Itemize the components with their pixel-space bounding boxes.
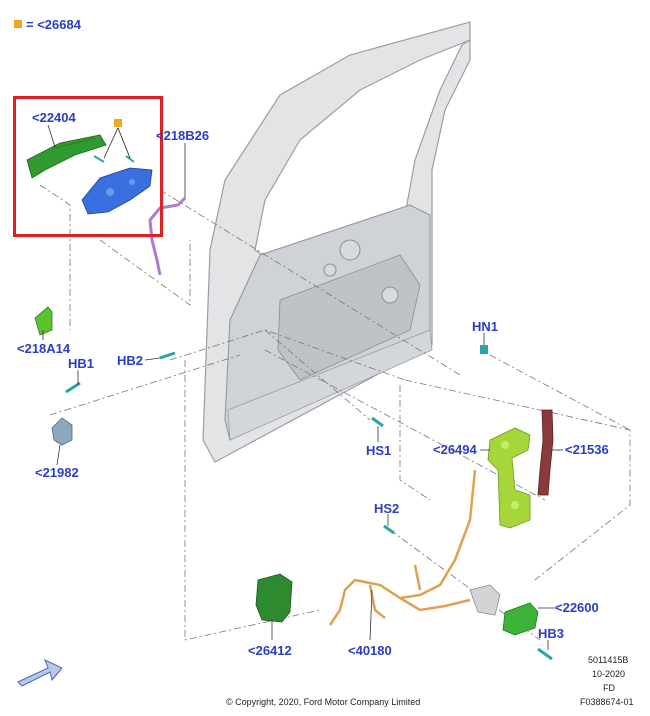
callout-218b26: <218B26 bbox=[156, 128, 210, 143]
exterior-handle-part bbox=[26, 134, 107, 179]
door-recess bbox=[277, 254, 421, 381]
callout-21536: <21536 bbox=[565, 442, 609, 457]
legend-text: = <26684 bbox=[26, 17, 81, 32]
callout-22404: <22404 bbox=[32, 110, 76, 125]
callout-hb2: HB2 bbox=[117, 353, 144, 368]
callout-hb1: HB1 bbox=[68, 356, 95, 371]
door-hole-1 bbox=[339, 239, 361, 261]
nut-hn1-part bbox=[480, 345, 488, 354]
window-regulator-part bbox=[487, 427, 531, 529]
copyright-text: © Copyright, 2020, Ford Motor Company Li… bbox=[226, 697, 421, 707]
latch-screws bbox=[93, 155, 135, 163]
drawing-variant: FD bbox=[603, 683, 615, 693]
callout-hn1: HN1 bbox=[472, 319, 499, 334]
door-hole-2 bbox=[323, 263, 337, 277]
bolt-hb3-part bbox=[537, 647, 553, 661]
wiring-harness-part bbox=[328, 469, 477, 626]
screw-leaders bbox=[103, 127, 131, 159]
bolt-hb2-part bbox=[159, 351, 176, 360]
callout-hs1: HS1 bbox=[366, 443, 392, 458]
latch-cable-part bbox=[148, 196, 187, 276]
screw-hs1-part bbox=[371, 416, 384, 428]
screw-hs2-part bbox=[383, 524, 395, 535]
door-hole-3 bbox=[381, 286, 399, 304]
callout-leaders bbox=[42, 124, 563, 650]
legend-symbol bbox=[14, 20, 22, 28]
latch-part bbox=[81, 167, 153, 215]
callout-hs2: HS2 bbox=[374, 501, 400, 516]
highlight-box bbox=[13, 96, 163, 237]
assembly-lines bbox=[39, 184, 631, 641]
latch-actuator-part bbox=[255, 573, 293, 623]
callout-40180: <40180 bbox=[348, 643, 392, 658]
figure-number: F0388674-01 bbox=[580, 697, 634, 707]
callout-22600: <22600 bbox=[555, 600, 599, 615]
door-shell bbox=[202, 21, 471, 463]
callout-21982: <21982 bbox=[35, 465, 79, 480]
latch-screw-symbol bbox=[114, 119, 122, 127]
callout-hb3: HB3 bbox=[538, 626, 565, 641]
drawing-date: 10-2020 bbox=[592, 669, 626, 679]
callout-26412: <26412 bbox=[248, 643, 292, 658]
callout-26494: <26494 bbox=[433, 442, 477, 457]
bracket-part bbox=[469, 584, 501, 616]
orientation-arrow bbox=[17, 659, 63, 687]
door-sill bbox=[227, 329, 433, 441]
drawing-code: 5011415B bbox=[588, 655, 629, 665]
clip-part bbox=[34, 306, 53, 336]
callout-218a14: <218A14 bbox=[17, 341, 71, 356]
door-module-part bbox=[502, 602, 539, 636]
striker-part bbox=[51, 417, 73, 446]
glass-run-part bbox=[537, 409, 554, 496]
